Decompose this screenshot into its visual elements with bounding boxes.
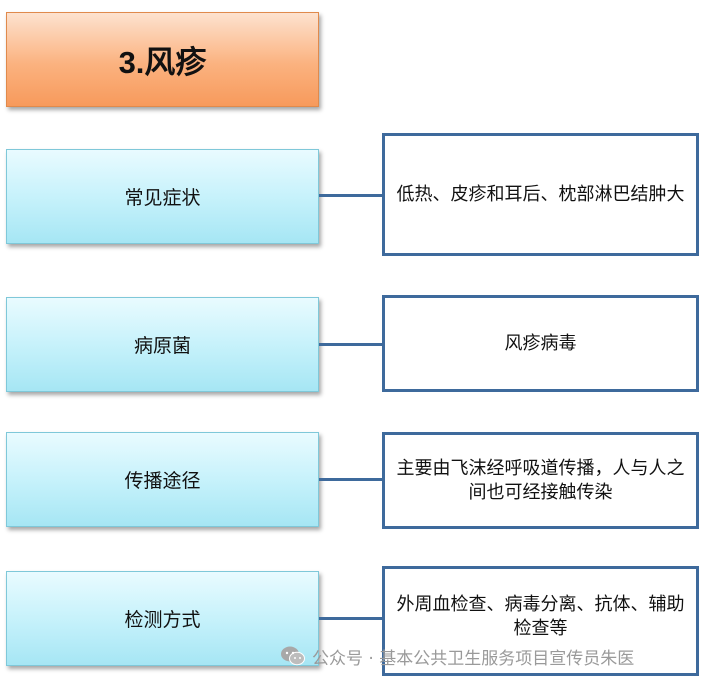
label-box-transmission: 传播途径 bbox=[6, 432, 319, 527]
diagram-title: 3.风疹 bbox=[118, 45, 207, 80]
connector-line bbox=[319, 194, 383, 197]
detail-box-detection: 外周血检查、病毒分离、抗体、辅助检查等 bbox=[382, 566, 699, 676]
detail-text: 风疹病毒 bbox=[504, 332, 577, 354]
connector-line bbox=[319, 478, 383, 481]
label-text: 常见症状 bbox=[124, 187, 201, 209]
detail-box-transmission: 主要由飞沫经呼吸道传播，人与人之间也可经接触传染 bbox=[382, 432, 699, 529]
detail-text: 外周血检查、病毒分离、抗体、辅助检查等 bbox=[396, 594, 685, 639]
detail-text: 主要由飞沫经呼吸道传播，人与人之间也可经接触传染 bbox=[396, 457, 685, 503]
label-box-symptoms: 常见症状 bbox=[6, 149, 319, 244]
detail-box-symptoms: 低热、皮疹和耳后、枕部淋巴结肿大 bbox=[382, 133, 699, 256]
detail-box-pathogen: 风疹病毒 bbox=[382, 295, 699, 392]
watermark: 公众号 · 基本公共卫生服务项目宣传员朱医 bbox=[280, 643, 700, 669]
detail-text: 低热、皮疹和耳后、枕部淋巴结肿大 bbox=[396, 183, 685, 205]
wechat-icon bbox=[281, 646, 305, 666]
watermark-text: 公众号 · 基本公共卫生服务项目宣传员朱医 bbox=[312, 648, 635, 669]
label-box-pathogen: 病原菌 bbox=[6, 297, 319, 392]
label-text: 病原菌 bbox=[133, 335, 191, 357]
title-box: 3.风疹 bbox=[6, 12, 319, 107]
label-text: 检测方式 bbox=[124, 609, 201, 631]
connector-line bbox=[319, 617, 383, 620]
connector-line bbox=[319, 343, 383, 346]
label-box-detection: 检测方式 bbox=[6, 571, 319, 666]
label-text: 传播途径 bbox=[124, 470, 201, 492]
